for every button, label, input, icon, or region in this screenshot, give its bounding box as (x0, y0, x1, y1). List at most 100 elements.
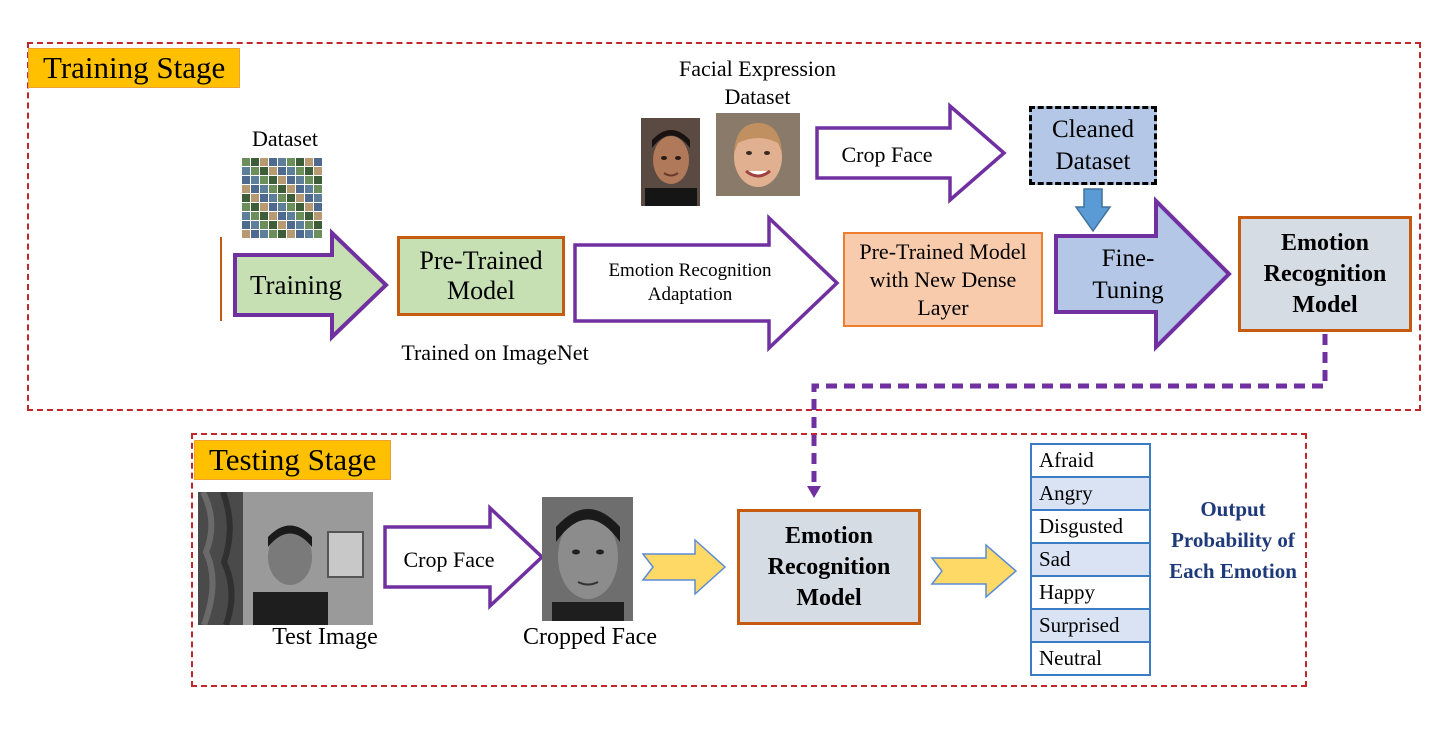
training-stage-region (27, 42, 1421, 411)
emotion-model-text-training: Emotion Recognition Model (1263, 229, 1387, 318)
dataset-thumbnail-grid-icon (242, 158, 322, 238)
dataset-thumbnail (278, 185, 286, 193)
training-arrow (233, 228, 389, 342)
facial-dataset-label: Facial Expression Dataset (678, 56, 837, 109)
dataset-thumbnail (251, 167, 259, 175)
dataset-thumbnail (296, 194, 304, 202)
dataset-thumbnail (242, 203, 250, 211)
dataset-thumbnail (242, 176, 250, 184)
dataset-thumbnail (305, 203, 313, 211)
cleaned-dataset-box: Cleaned Dataset (1029, 106, 1157, 185)
dataset-thumbnail (269, 185, 277, 193)
dataset-thumbnail (305, 167, 313, 175)
dataset-thumbnail (242, 167, 250, 175)
dataset-thumbnail (260, 221, 268, 229)
dataset-thumbnail (269, 194, 277, 202)
dataset-thumbnail (269, 158, 277, 166)
dataset-thumbnail (305, 158, 313, 166)
dataset-thumbnail (314, 185, 322, 193)
dataset-thumbnail (287, 230, 295, 238)
crop-face-arrow-training (815, 102, 1007, 204)
dataset-thumbnail (305, 194, 313, 202)
dataset-thumbnail (269, 212, 277, 220)
dataset-thumbnail (296, 185, 304, 193)
input-bar (220, 237, 222, 321)
dataset-thumbnail (278, 176, 286, 184)
cropped-face-label: Cropped Face (523, 624, 657, 650)
dataset-thumbnail (305, 212, 313, 220)
training-arrow-label: Training (249, 269, 343, 300)
dataset-thumbnail (251, 203, 259, 211)
pretrained-dense-box: Pre-Trained Model with New Dense Layer (843, 232, 1043, 327)
dataset-thumbnail (242, 158, 250, 166)
dataset-thumbnail (296, 203, 304, 211)
dataset-thumbnail (251, 212, 259, 220)
adaptation-arrow-label: Emotion Recognition Adaptation (608, 260, 772, 305)
dataset-thumbnail (287, 194, 295, 202)
face-photo-male-icon (641, 118, 700, 206)
dataset-thumbnail (260, 230, 268, 238)
cropped-face-photo-icon (542, 497, 633, 621)
dataset-thumbnail (278, 158, 286, 166)
dataset-thumbnail (305, 176, 313, 184)
emotion-item-happy: Happy (1032, 577, 1149, 610)
dataset-thumbnail (287, 212, 295, 220)
training-stage-label: Training Stage (28, 48, 241, 88)
crop-face-arrow-testing (383, 503, 545, 611)
dataset-thumbnail (269, 230, 277, 238)
dataset-thumbnail (260, 194, 268, 202)
dataset-thumbnail (287, 167, 295, 175)
dataset-thumbnail (242, 230, 250, 238)
test-image-label: Test Image (272, 624, 378, 650)
dataset-thumbnail (287, 158, 295, 166)
dataset-thumbnail (260, 167, 268, 175)
dataset-thumbnail (314, 230, 322, 238)
output-probability-label: Output Probability of Each Emotion (1169, 497, 1297, 583)
dataset-thumbnail (260, 185, 268, 193)
pretrained-model-text: Pre-Trained Model (419, 246, 543, 305)
training-to-testing-connector (807, 334, 1328, 498)
dataset-thumbnail (242, 212, 250, 220)
emotion-item-disgusted: Disgusted (1032, 511, 1149, 544)
dataset-thumbnail (296, 221, 304, 229)
dataset-thumbnail (314, 194, 322, 202)
dataset-thumbnail (278, 230, 286, 238)
dataset-thumbnail (314, 167, 322, 175)
dataset-thumbnail (251, 185, 259, 193)
dataset-thumbnail (296, 176, 304, 184)
dataset-thumbnail (251, 221, 259, 229)
dataset-thumbnail (251, 176, 259, 184)
dataset-thumbnail (287, 203, 295, 211)
dataset-thumbnail (242, 221, 250, 229)
fine-tuning-arrow-label: Fine-Tuning (1092, 245, 1164, 304)
dataset-thumbnail (269, 203, 277, 211)
dataset-thumbnail (314, 203, 322, 211)
emotion-model-text-testing: Emotion Recognition Model (767, 522, 891, 611)
pretrained-dense-text: Pre-Trained Model with New Dense Layer (859, 238, 1027, 320)
dataset-thumbnail (260, 176, 268, 184)
dataset-thumbnail (278, 203, 286, 211)
fine-tuning-arrow (1054, 196, 1232, 352)
emotion-item-sad: Sad (1032, 544, 1149, 577)
adaptation-arrow (573, 213, 840, 353)
dataset-thumbnail (305, 185, 313, 193)
crop-face-arrow-training-label: Crop Face (841, 142, 933, 167)
dataset-thumbnail (296, 158, 304, 166)
test-image-photo-icon (198, 492, 373, 625)
down-arrow-cleaned-to-finetune (1074, 188, 1112, 233)
cleaned-dataset-text: Cleaned Dataset (1052, 115, 1134, 175)
dataset-thumbnail (314, 212, 322, 220)
dataset-thumbnail (287, 176, 295, 184)
dataset-thumbnail (251, 194, 259, 202)
dataset-thumbnail (260, 212, 268, 220)
dataset-thumbnail (242, 194, 250, 202)
dataset-thumbnail (260, 158, 268, 166)
emotion-item-neutral: Neutral (1039, 646, 1102, 670)
dataset-thumbnail (296, 167, 304, 175)
dataset-thumbnail (314, 176, 322, 184)
dataset-label: Dataset (252, 126, 318, 151)
testing-stage-label: Testing Stage (194, 440, 392, 480)
dataset-thumbnail (278, 167, 286, 175)
dataset-thumbnail (314, 221, 322, 229)
dataset-thumbnail (251, 158, 259, 166)
